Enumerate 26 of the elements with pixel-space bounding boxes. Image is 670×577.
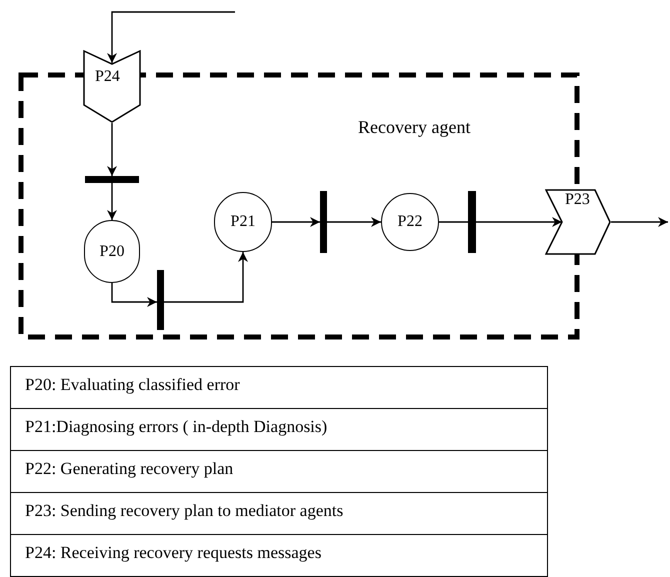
place-label: P23 xyxy=(565,192,590,208)
transition-bar xyxy=(157,270,164,330)
legend-table-row: P21:Diagnosing errors ( in-depth Diagnosis) xyxy=(10,409,548,451)
legend-table-row: P20: Evaluating classified error xyxy=(10,367,548,409)
arrow xyxy=(111,283,157,307)
legend-table-row: P24: Receiving recovery requests messages xyxy=(10,535,548,577)
input-place-shape xyxy=(83,50,141,123)
arrow xyxy=(272,217,320,227)
transition-bar xyxy=(468,191,476,253)
arrow xyxy=(107,123,117,176)
legend-table-row: P22: Generating recovery plan xyxy=(10,451,548,493)
transition-bar xyxy=(85,176,139,183)
transition-bar xyxy=(320,191,327,253)
arrow xyxy=(164,252,248,303)
arrow xyxy=(611,217,668,227)
arrow xyxy=(327,217,381,227)
arrow xyxy=(476,217,562,227)
output-place-shape xyxy=(545,189,611,255)
group-label: Recovery agent xyxy=(358,116,470,139)
place-label: P22 xyxy=(398,214,422,230)
place-label: P24 xyxy=(95,69,120,85)
place-label: P21 xyxy=(230,214,256,230)
place-label: P20 xyxy=(100,244,124,260)
arrow xyxy=(107,183,117,220)
arrow xyxy=(107,11,235,63)
legend-table-row: P23: Sending recovery plan to mediator agents xyxy=(10,493,548,535)
